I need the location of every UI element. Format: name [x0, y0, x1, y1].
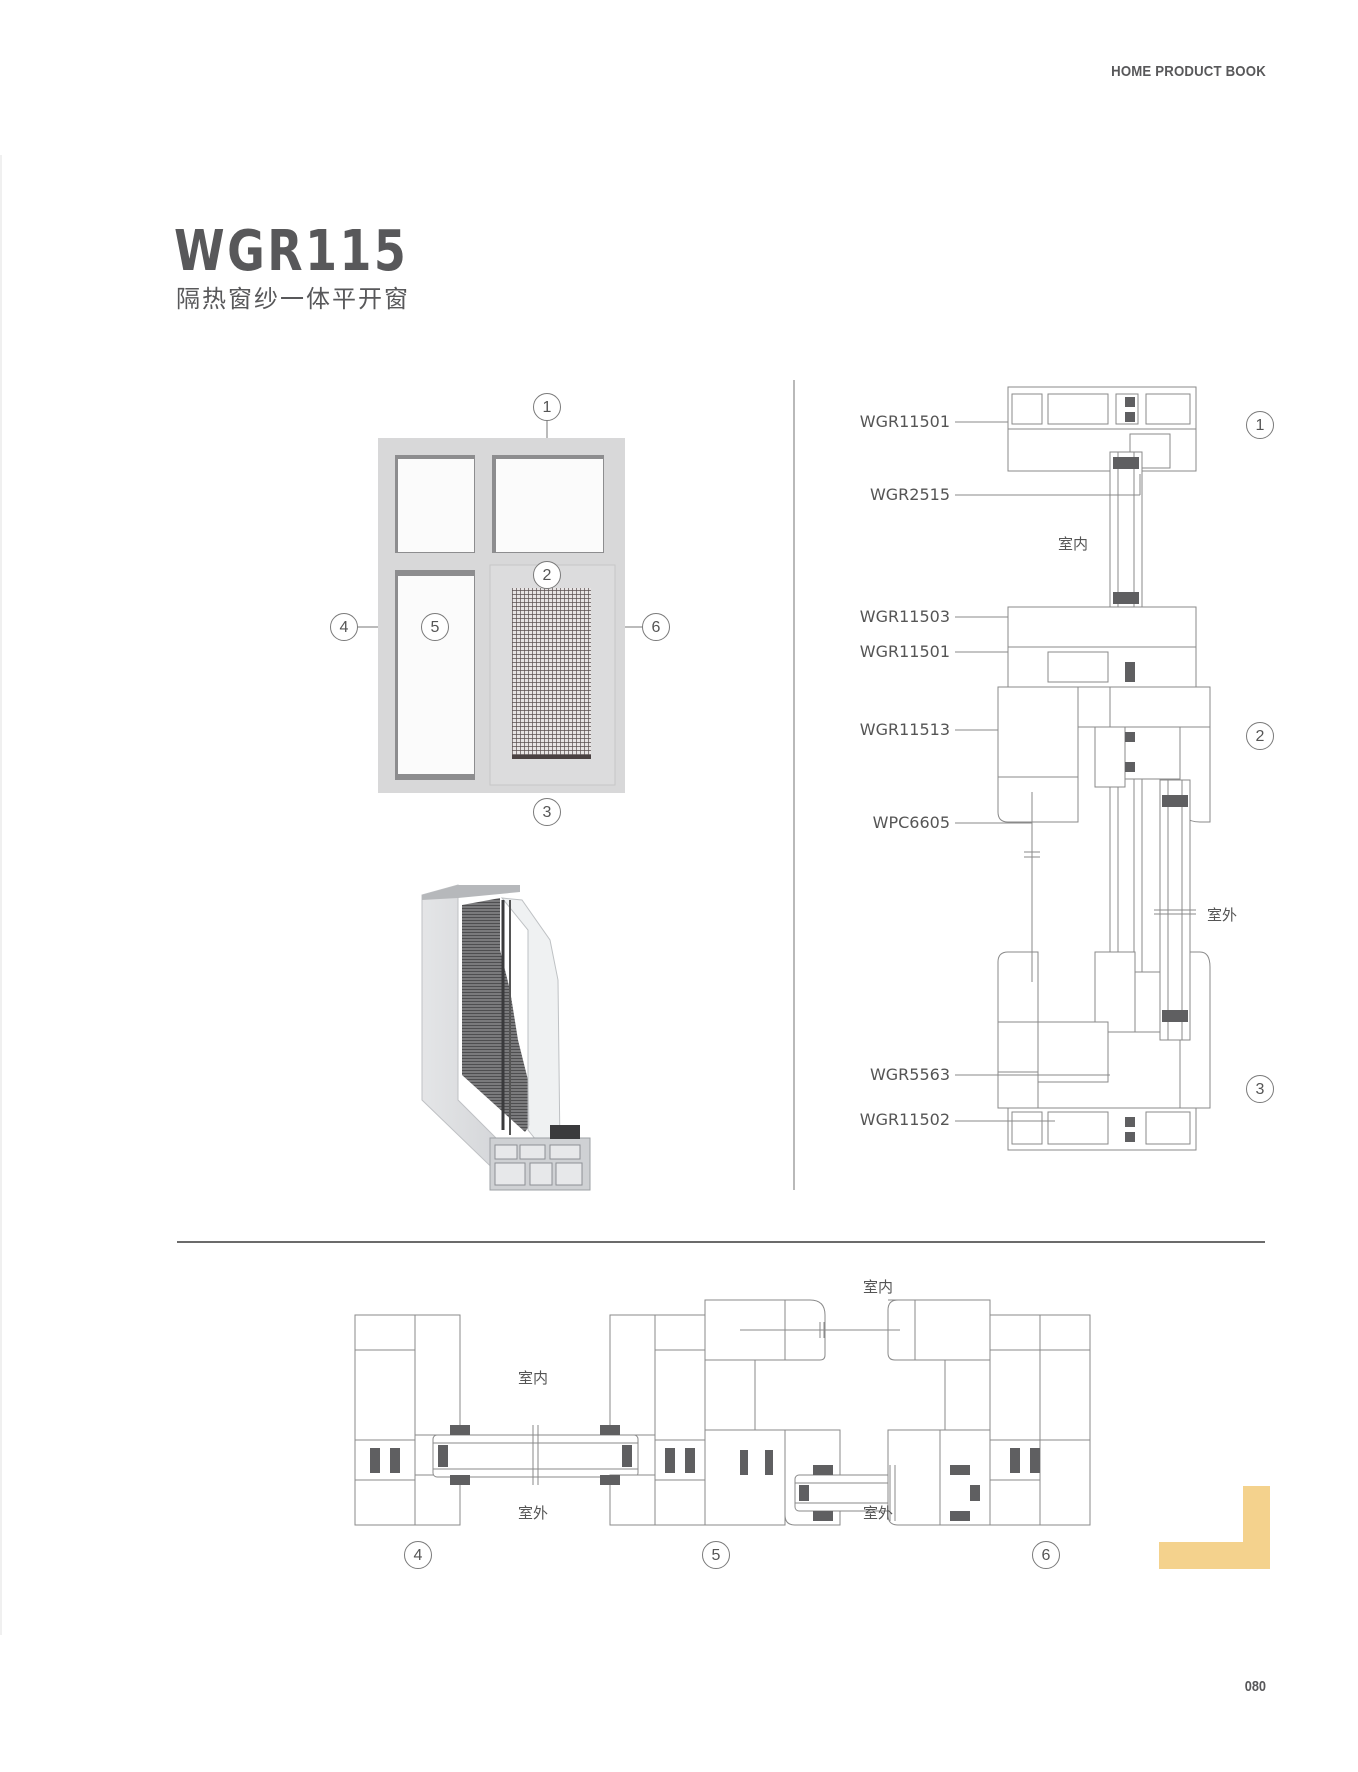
- indoor-label-left: 室内: [518, 1369, 549, 1387]
- vertical-section-drawing: [997, 386, 1211, 1151]
- plan-callout-4: 4: [404, 1541, 432, 1569]
- elevation-callout-4: 4: [330, 613, 358, 641]
- elevation-callout-2: 2: [533, 561, 561, 589]
- indoor-label-right: 室内: [863, 1278, 894, 1296]
- vertical-section-glass-lower: [1154, 779, 1196, 1041]
- outdoor-label-vertical: 室外: [1207, 906, 1238, 924]
- label-wgr11501-mid: WGR11501: [859, 642, 950, 661]
- label-wgr11503: WGR11503: [859, 607, 950, 626]
- label-wgr11501-top: WGR11501: [859, 412, 950, 431]
- profile-corner-render: [421, 884, 591, 1191]
- vertical-section-leaders: [955, 421, 1141, 1122]
- elevation-callout-3: 3: [533, 798, 561, 826]
- indoor-label-vertical: 室内: [1058, 535, 1089, 553]
- section-callout-1: 1: [1246, 411, 1274, 439]
- accent-corner-bar-vertical: [1243, 1486, 1270, 1569]
- window-elevation-drawing: [357, 420, 643, 793]
- product-model-title: WGR115: [174, 219, 409, 284]
- elevation-callout-1: 1: [533, 393, 561, 421]
- outdoor-label-right: 室外: [863, 1504, 894, 1522]
- plan-callout-5: 5: [702, 1541, 730, 1569]
- page-number: 080: [1244, 1678, 1266, 1695]
- label-wgr2515: WGR2515: [869, 485, 950, 504]
- label-wgr11502: WGR11502: [859, 1110, 950, 1129]
- label-wgr11513: WGR11513: [859, 720, 950, 739]
- vertical-divider: [793, 380, 795, 1190]
- label-wpc6605: WPC6605: [872, 813, 950, 832]
- label-wgr5563: WGR5563: [869, 1065, 950, 1084]
- book-header: HOME PRODUCT BOOK: [1111, 63, 1266, 80]
- outdoor-label-left: 室外: [518, 1504, 549, 1522]
- horizontal-section-drawing: [354, 1299, 1091, 1526]
- page-edge-shadow: [0, 155, 2, 1635]
- plan-callout-6: 6: [1032, 1541, 1060, 1569]
- elevation-callout-6: 6: [642, 613, 670, 641]
- horizontal-divider: [177, 1241, 1265, 1243]
- elevation-callout-5: 5: [421, 613, 449, 641]
- product-name-zh: 隔热窗纱一体平开窗: [176, 285, 410, 313]
- section-callout-3: 3: [1246, 1075, 1274, 1103]
- section-callout-2: 2: [1246, 722, 1274, 750]
